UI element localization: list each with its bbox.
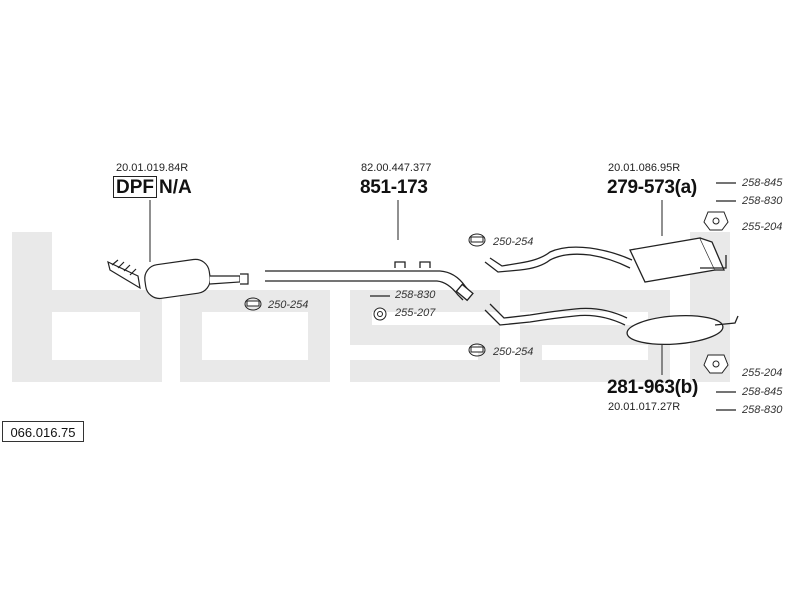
- bolt-icon[interactable]: [716, 391, 736, 411]
- clamp-bottom-label[interactable]: 250-254: [493, 346, 534, 358]
- bottom-right-accessory-1[interactable]: 255-204: [742, 367, 783, 379]
- top-right-accessory-1[interactable]: 258-845: [742, 177, 783, 189]
- rubber-mid-label[interactable]: 255-207: [395, 307, 436, 319]
- mid-pipe-part[interactable]: [265, 200, 474, 302]
- rear-a-part[interactable]: [484, 200, 727, 283]
- clamp-top-label[interactable]: 250-254: [493, 236, 534, 248]
- bosal-watermark: [12, 232, 730, 382]
- bolt-icon[interactable]: [716, 182, 736, 202]
- clamp-top-icon[interactable]: [468, 233, 486, 247]
- rear-b-oe-reference: 20.01.017.27R: [608, 401, 681, 413]
- dpf-oe-reference: 20.01.019.84R: [116, 162, 189, 174]
- diagram-number: 066.016.75: [2, 421, 84, 442]
- mid-pipe-oe-reference: 82.00.447.377: [361, 162, 432, 174]
- clamp-bottom-icon[interactable]: [468, 343, 486, 357]
- dpf-note: N/A: [159, 177, 192, 198]
- rear-b-part[interactable]: [484, 303, 739, 375]
- rubber-hanger-icon[interactable]: [703, 354, 729, 374]
- dpf-part[interactable]: [107, 200, 249, 300]
- clamp-left-label[interactable]: 250-254: [268, 299, 309, 311]
- rubber-hanger-icon[interactable]: [703, 211, 729, 231]
- bottom-right-accessory-3[interactable]: 258-830: [742, 404, 783, 416]
- bolt-mid-label[interactable]: 258-830: [395, 289, 436, 301]
- rear-b-part-number[interactable]: 281-963(b): [607, 377, 698, 398]
- bottom-right-accessory-2[interactable]: 258-845: [742, 386, 783, 398]
- rubber-mid-icon[interactable]: [373, 307, 387, 321]
- mid-pipe-part-number[interactable]: 851-173: [360, 177, 428, 198]
- top-right-accessory-2[interactable]: 258-830: [742, 195, 783, 207]
- dpf-label: DPF: [113, 176, 157, 198]
- rear-a-part-number[interactable]: 279-573(a): [607, 177, 697, 198]
- rear-a-oe-reference: 20.01.086.95R: [608, 162, 681, 174]
- clamp-left-icon[interactable]: [244, 297, 262, 311]
- top-right-accessory-3[interactable]: 255-204: [742, 221, 783, 233]
